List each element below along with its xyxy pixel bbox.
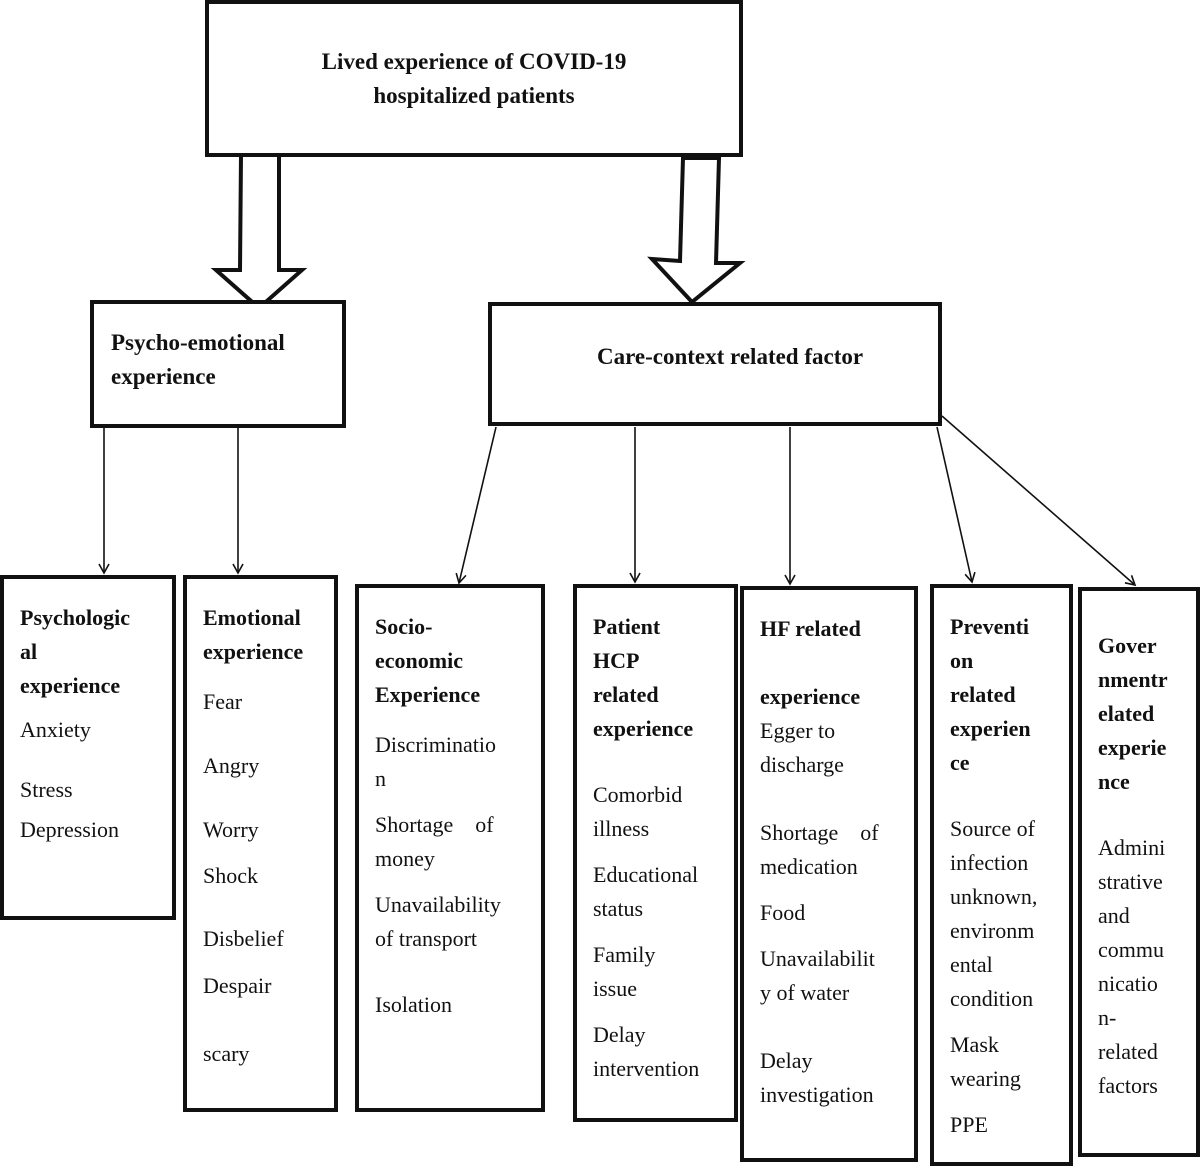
list-item: medication — [760, 854, 858, 879]
category-heading: related — [593, 682, 659, 707]
list-item: wearing — [950, 1066, 1021, 1091]
list-item: n- — [1098, 1005, 1117, 1030]
arrow-to-prevention — [936, 426, 976, 584]
list-item: Admini — [1098, 835, 1166, 860]
list-item: Family — [593, 942, 656, 967]
list-item: and — [1098, 903, 1130, 928]
list-item: Food — [760, 900, 806, 925]
root-title-line2: hospitalized patients — [373, 82, 575, 108]
category-heading: nce — [1098, 769, 1130, 794]
list-item: ental — [950, 952, 993, 977]
list-item: Worry — [203, 817, 259, 842]
list-item: Disbelief — [203, 926, 284, 951]
list-item: condition — [950, 986, 1034, 1011]
governmental-node: Gover nmentr elated experie nce Admini s… — [1078, 587, 1200, 1157]
list-item: Angry — [203, 753, 260, 778]
list-item: unknown, — [950, 884, 1038, 909]
list-item: Delay — [593, 1022, 646, 1047]
list-item: n — [375, 766, 386, 791]
list-item: Depression — [20, 817, 119, 842]
list-item: investigation — [760, 1082, 874, 1107]
list-item: status — [593, 896, 644, 921]
list-item: Delay — [760, 1048, 813, 1073]
list-item: Educational — [593, 862, 699, 887]
hollow-arrow-right — [647, 156, 746, 305]
category-heading: related — [950, 682, 1016, 707]
list-item: discharge — [760, 752, 844, 777]
category-heading: ce — [950, 750, 970, 775]
category-heading: Emotional — [203, 605, 301, 630]
list-item: Fear — [203, 689, 243, 714]
arrow-to-governmental — [941, 415, 1137, 587]
list-item: commu — [1098, 937, 1164, 962]
category-heading: HCP — [593, 648, 640, 673]
category-heading: Patient — [593, 614, 661, 639]
list-item: y of water — [760, 980, 850, 1005]
category-heading: Psychologic — [20, 605, 130, 630]
socioeconomic-node: Socio- economic Experience Discriminatio… — [355, 584, 545, 1112]
category-heading: experience — [593, 716, 694, 741]
care-context-node: Care-context related factor — [488, 302, 942, 426]
category-heading: experien — [950, 716, 1031, 741]
list-item: related — [1098, 1039, 1158, 1064]
list-item: Anxiety — [20, 717, 91, 742]
list-item: Isolation — [375, 992, 452, 1017]
category-heading: on — [950, 648, 974, 673]
emotional-node: Emotional experience Fear Angry Worry Sh… — [183, 575, 338, 1112]
category-heading: Experience — [375, 682, 481, 707]
category-heading: experience — [203, 639, 304, 664]
psycho-emotional-title-line1: Psycho-emotional — [111, 330, 285, 355]
list-item: intervention — [593, 1056, 700, 1081]
list-item: Shortage of — [760, 820, 879, 845]
prevention-node: Preventi on related experien ce Source o… — [930, 584, 1073, 1166]
list-item: Unavailabilit — [760, 946, 875, 971]
psycho-emotional-node: Psycho-emotional experience — [90, 300, 346, 428]
care-context-title: Care-context related factor — [597, 344, 864, 369]
list-item: Source of — [950, 816, 1035, 841]
list-item: Comorbid — [593, 782, 683, 807]
category-heading: experience — [760, 684, 861, 709]
psycho-emotional-title-line2: experience — [111, 364, 216, 389]
list-item: money — [375, 846, 435, 871]
category-heading: nmentr — [1098, 667, 1168, 692]
list-item: issue — [593, 976, 637, 1001]
category-heading: Preventi — [950, 614, 1030, 639]
category-heading: experience — [20, 673, 121, 698]
list-item: Discriminatio — [375, 732, 496, 757]
list-item: infection — [950, 850, 1029, 875]
category-heading: HF related — [760, 616, 861, 641]
patient-hcp-node: Patient HCP related experience Comorbid … — [573, 584, 738, 1122]
list-item: environm — [950, 918, 1035, 943]
psychological-node: Psychologic al experience Anxiety Stress… — [0, 575, 176, 920]
list-item: Unavailability — [375, 892, 501, 917]
list-item: strative — [1098, 869, 1163, 894]
list-item: PPE — [950, 1112, 988, 1137]
list-item: Shock — [203, 863, 258, 888]
list-item: nicatio — [1098, 971, 1158, 996]
list-item: scary — [203, 1041, 250, 1066]
arrow-to-socioeconomic — [455, 426, 497, 585]
category-heading: experie — [1098, 735, 1167, 760]
root-node: Lived experience of COVID-19 hospitalize… — [205, 0, 743, 157]
list-item: illness — [593, 816, 650, 841]
category-heading: Gover — [1098, 633, 1157, 658]
list-item: factors — [1098, 1073, 1158, 1098]
root-title-line1: Lived experience of COVID-19 — [321, 48, 627, 74]
category-heading: al — [20, 639, 38, 664]
hollow-arrow-left — [210, 153, 308, 311]
list-item: of transport — [375, 926, 478, 951]
list-item: Egger to — [760, 718, 836, 743]
list-item: Stress — [20, 777, 73, 802]
list-item: Mask — [950, 1032, 999, 1057]
category-heading: elated — [1098, 701, 1155, 726]
list-item: Despair — [203, 973, 272, 998]
category-heading: Socio- — [375, 614, 433, 639]
category-heading: economic — [375, 648, 463, 673]
hf-related-node: HF related experience Egger to discharge… — [740, 586, 918, 1162]
list-item: Shortage of — [375, 812, 494, 837]
